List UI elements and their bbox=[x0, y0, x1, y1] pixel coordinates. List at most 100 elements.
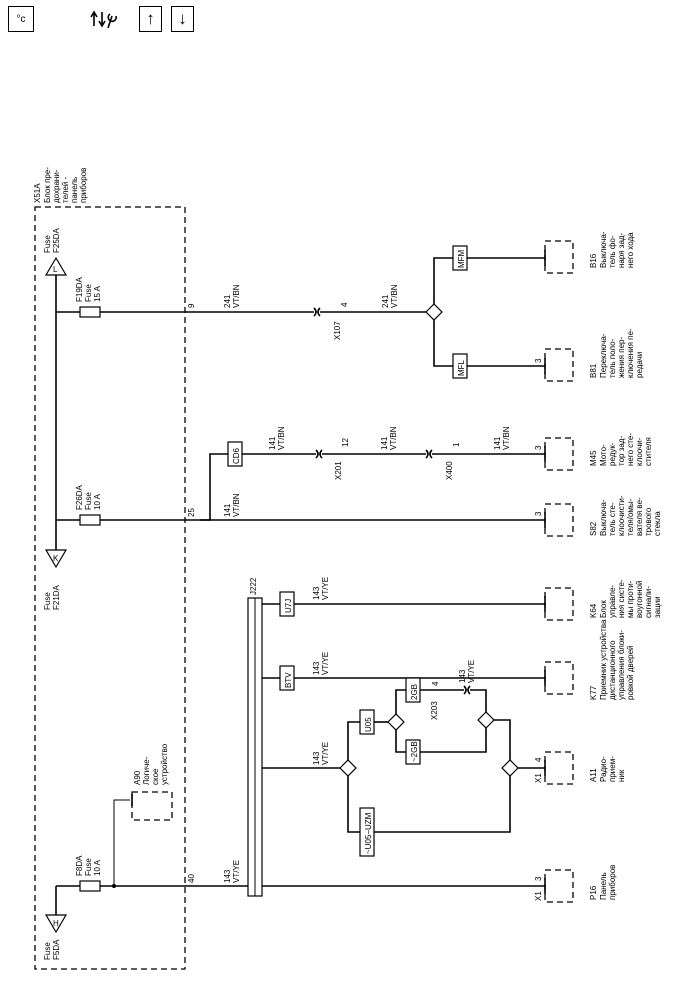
connector-x1a-pin: 4 bbox=[534, 757, 543, 762]
wire-143c-color: VT/YE bbox=[321, 652, 330, 675]
fuse-f26da-id: F26DA bbox=[75, 484, 84, 510]
component-a11-id: A11 bbox=[589, 768, 598, 782]
component-k64-name-4: мы проти- bbox=[626, 580, 635, 618]
splice-j222-id: J222 bbox=[249, 577, 258, 595]
option-btv: BTV bbox=[284, 672, 293, 688]
wire-241b-num: 241 bbox=[381, 294, 390, 308]
option-diamond-merge-a bbox=[477, 711, 495, 729]
component-k64-name-3: ния систе- bbox=[617, 579, 626, 618]
component-m45-pin: 3 bbox=[534, 445, 543, 450]
connector-x201-id: X201 bbox=[334, 461, 343, 480]
module-name-3: телей - bbox=[61, 176, 70, 203]
component-s82-name-2: тель сте- bbox=[608, 502, 617, 536]
fuse-ref-h-triangle bbox=[44, 914, 68, 934]
component-p16-box bbox=[544, 869, 574, 903]
fuse-block-outline bbox=[34, 206, 186, 970]
fuse-ref-k-letter: K bbox=[53, 554, 59, 563]
component-a11-name-2: прием- bbox=[608, 756, 617, 782]
wire-141c-color: VT/BN bbox=[389, 426, 398, 450]
component-k64-name-6: сигнали- bbox=[644, 586, 653, 618]
component-b16-name-2: тель фо- bbox=[608, 235, 617, 268]
legend-icon: °c bbox=[16, 13, 26, 25]
component-p16-name-1: Панель bbox=[599, 872, 608, 900]
wire-241a-color: VT/BN bbox=[232, 284, 241, 308]
wire-241-mfm bbox=[433, 257, 460, 304]
component-a90-box bbox=[131, 791, 173, 821]
component-s82-name-5: вателя ве- bbox=[635, 497, 644, 536]
component-m45-name-5: клоочи- bbox=[635, 437, 644, 466]
component-s82-name-7: стекла bbox=[653, 511, 662, 536]
connector-x400-pin: 1 bbox=[452, 442, 461, 447]
component-k77-id: K77 bbox=[589, 685, 598, 700]
component-k77-name-2: дистанционного bbox=[608, 640, 617, 700]
pin-9: 9 bbox=[187, 303, 196, 308]
wire-141d-color: VT/BN bbox=[502, 426, 511, 450]
wire-merge-b bbox=[494, 719, 511, 760]
option-n2gb: ~2GB bbox=[410, 741, 419, 762]
wire-uzm-merge bbox=[374, 776, 511, 833]
component-k64-name-5: воугонной bbox=[635, 581, 644, 618]
fuse-f19da-id: F19DA bbox=[75, 276, 84, 302]
fuse-f8da-rating: 10 A bbox=[93, 859, 102, 876]
component-a90-id: A90 bbox=[133, 770, 142, 785]
wire-143c-num: 143 bbox=[312, 661, 321, 675]
tools-icon-graphic bbox=[90, 10, 118, 29]
fuse-f26da bbox=[79, 514, 101, 526]
arrow-down-icon: ↓ bbox=[178, 9, 187, 28]
option-mfm: MFM bbox=[457, 249, 466, 268]
scroll-down-button[interactable]: ↓ bbox=[171, 6, 194, 32]
wire-241b-color: VT/BN bbox=[390, 284, 399, 308]
wire-radio-u05 bbox=[347, 721, 360, 760]
component-s82-name-1: Выключа- bbox=[599, 499, 608, 536]
connector-x107-id: X107 bbox=[333, 321, 342, 340]
component-b16-name-3: наря зад- bbox=[617, 232, 626, 268]
component-b81-name-2: тель поло- bbox=[608, 338, 617, 378]
fuse-ref-h-letter: H bbox=[53, 919, 59, 928]
wire-143d-color: VT/YE bbox=[321, 742, 330, 765]
connector-x203-id: X203 bbox=[430, 701, 439, 720]
option-mfl: MFL bbox=[457, 359, 466, 376]
component-b81-name-5: редачи bbox=[635, 352, 644, 378]
fuse-ref-l-letter: L bbox=[53, 265, 58, 274]
component-k64-box bbox=[544, 587, 574, 621]
wire-143d-num: 143 bbox=[312, 751, 321, 765]
component-k64-name-1: Блок bbox=[599, 600, 608, 618]
fuse-ref-f21-line2: F21DA bbox=[52, 584, 61, 610]
component-p16-name-2: приборов bbox=[608, 865, 617, 900]
tools-icon[interactable] bbox=[90, 6, 120, 32]
wire-141b-num: 141 bbox=[268, 436, 277, 450]
component-b81-name-1: Переключа- bbox=[599, 333, 608, 378]
wire-241a-num: 241 bbox=[223, 294, 232, 308]
wire-143b-num: 143 bbox=[312, 586, 321, 600]
wire-radio-uzm bbox=[347, 776, 360, 833]
component-a11-box bbox=[544, 751, 574, 785]
component-a90-name-3: устройство bbox=[160, 743, 169, 785]
component-s82-name-6: трового bbox=[644, 507, 653, 536]
option-diamond-241 bbox=[425, 303, 443, 321]
component-a11-name-3: ник bbox=[617, 769, 626, 782]
component-b81-pin: 3 bbox=[534, 358, 543, 363]
fuse-ref-f5-line1: Fuse bbox=[43, 942, 52, 960]
option-diamond-radio-a bbox=[339, 759, 357, 777]
connector-x1b-id: X1 bbox=[534, 891, 543, 901]
fuse-ref-k-triangle bbox=[44, 549, 68, 569]
fuse-ref-f25-line2: F25DA bbox=[52, 227, 61, 253]
legend-button[interactable]: °c bbox=[8, 6, 34, 32]
component-b81-id: B81 bbox=[589, 363, 598, 378]
scroll-up-button[interactable]: ↑ bbox=[139, 6, 162, 32]
wire-a90 bbox=[113, 799, 130, 886]
connector-x107-pin: 4 bbox=[340, 302, 349, 307]
wire-241-mfl bbox=[433, 320, 460, 367]
fuse-f19da-rating: 15 A bbox=[93, 285, 102, 302]
connector-x1b-pin: 3 bbox=[534, 876, 543, 881]
component-a90-name-1: Логиче- bbox=[142, 756, 151, 785]
fuse-f19da bbox=[79, 306, 101, 318]
option-2gb: 2GB bbox=[410, 684, 419, 700]
fuse-f8da-type: Fuse bbox=[84, 858, 93, 876]
component-b16-name-1: Выключа- bbox=[599, 231, 608, 268]
component-b81-name-4: ключения пе- bbox=[626, 328, 635, 378]
wire-143e-color: VT/YE bbox=[467, 660, 476, 683]
option-u05: U05 bbox=[364, 717, 373, 732]
fuse-f8da-id: F8DA bbox=[75, 855, 84, 876]
